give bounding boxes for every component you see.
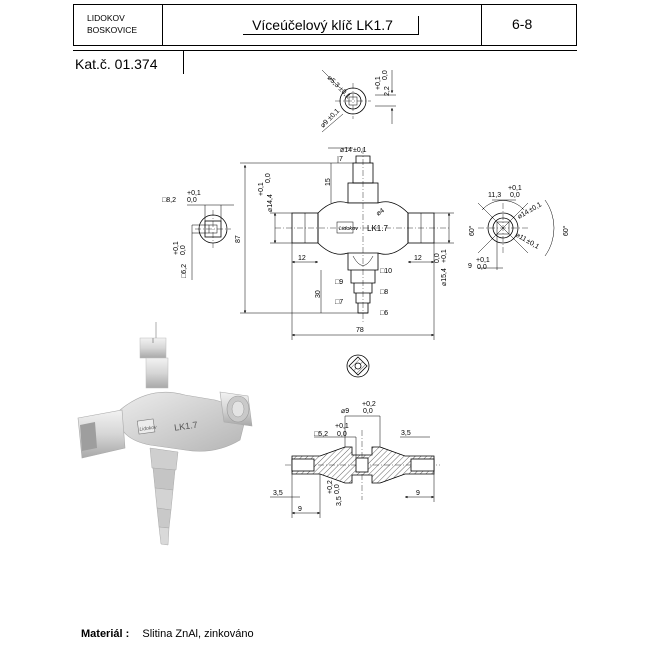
svg-text:9: 9	[298, 506, 302, 513]
svg-text:7: 7	[339, 156, 343, 163]
svg-text:0,0: 0,0	[382, 70, 389, 80]
svg-text:15: 15	[325, 178, 332, 186]
title-underline-box	[243, 16, 419, 35]
material-label: Materiál :	[81, 628, 130, 640]
header-sheet-cell: 6-8	[481, 4, 577, 46]
svg-text:0,0: 0,0	[363, 408, 373, 415]
diamond-detail	[346, 354, 370, 378]
svg-text:11,3: 11,3	[488, 192, 501, 199]
svg-text:⌀14: ⌀14	[340, 147, 352, 154]
svg-text:□6: □6	[380, 310, 388, 317]
svg-text:+0,2: +0,2	[362, 401, 376, 408]
header-title-cell: Víceúčelový klíč LK1.7	[162, 4, 482, 46]
svg-text:Lidokov: Lidokov	[139, 425, 157, 433]
material-note: Materiál : Slitina ZnAl, zinkováno	[81, 628, 254, 640]
svg-text:+0,1: +0,1	[173, 241, 180, 255]
svg-text:□8,2: □8,2	[162, 197, 176, 204]
svg-text:30: 30	[315, 290, 322, 298]
svg-text:□7: □7	[335, 299, 343, 306]
svg-text:±0,1: ±0,1	[353, 147, 367, 154]
svg-text:+0,1: +0,1	[441, 249, 448, 263]
svg-text:Lidokov: Lidokov	[339, 226, 359, 232]
svg-text:0,0: 0,0	[510, 192, 520, 199]
svg-text:0,0: 0,0	[187, 197, 197, 204]
svg-text:⌀4: ⌀4	[375, 207, 386, 217]
svg-text:□8: □8	[380, 289, 388, 296]
svg-text:0,0: 0,0	[334, 484, 341, 494]
header-company-cell: LIDOKOV BOSKOVICE	[73, 4, 163, 46]
company-name-line1: LIDOKOV	[87, 13, 125, 23]
svg-text:⌀14±0,1: ⌀14±0,1	[517, 201, 544, 220]
svg-text:□6,2: □6,2	[181, 264, 188, 278]
catalog-number: Kat.č. 01.374	[75, 56, 158, 72]
svg-text:□10: □10	[380, 268, 392, 275]
front-view: Lidokov LK1.7 87 78 12 12	[235, 147, 454, 340]
svg-text:+0,1: +0,1	[476, 257, 490, 264]
right-end-view: 11,3 +0,1 0,0 ⌀14±0,1 ⌀11±0,1 60° 60° 9 …	[468, 185, 570, 271]
svg-text:⌀5,3±0,1: ⌀5,3±0,1	[326, 74, 352, 100]
svg-text:□5,2: □5,2	[314, 431, 328, 438]
sheet-code: 6-8	[512, 16, 533, 32]
svg-text:3,5: 3,5	[273, 490, 283, 497]
svg-text:+0,1: +0,1	[335, 423, 349, 430]
svg-text:+0,2: +0,2	[327, 480, 334, 494]
svg-text:+0,1: +0,1	[258, 182, 265, 196]
dim-2-2: 2,2	[384, 86, 391, 96]
svg-text:12: 12	[414, 255, 422, 262]
svg-text:9: 9	[468, 263, 472, 270]
svg-text:12: 12	[298, 255, 306, 262]
svg-text:9: 9	[416, 490, 420, 497]
svg-text:3,5: 3,5	[336, 496, 343, 506]
svg-text:3,5: 3,5	[401, 430, 411, 437]
svg-text:87: 87	[235, 235, 242, 243]
svg-text:⌀11±0,1: ⌀11±0,1	[514, 232, 540, 251]
svg-text:⌀15,4: ⌀15,4	[441, 268, 448, 286]
svg-text:0,0: 0,0	[180, 245, 187, 255]
svg-text:60°: 60°	[468, 225, 476, 236]
svg-text:⌀9: ⌀9	[341, 408, 349, 415]
svg-text:0,0: 0,0	[337, 431, 347, 438]
key-stamp: LK1.7	[367, 224, 388, 233]
key-render-image: Lidokov LK1.7	[77, 322, 253, 546]
header-divider	[73, 50, 577, 51]
svg-text:+0,1: +0,1	[508, 185, 522, 192]
svg-text:LK1.7: LK1.7	[174, 420, 199, 433]
left-end-view: □8,2 +0,1 0,0 □6,2 +0,1 0,0	[162, 190, 234, 280]
section-view: ⌀9 +0,2 0,0 □5,2 +0,1 0,0 3,5 3,5 9 9 3,…	[270, 401, 440, 518]
svg-text:⌀14,4: ⌀14,4	[267, 194, 274, 212]
company-name-line2: BOSKOVICE	[87, 25, 138, 35]
svg-text:78: 78	[356, 327, 364, 334]
svg-text:0,0: 0,0	[434, 253, 441, 263]
svg-text:0,0: 0,0	[265, 173, 272, 183]
top-end-view: ⌀5,3±0,1 ⌀9±0,1 2,2 +0,1 0,0	[319, 69, 396, 133]
svg-text:0,0: 0,0	[477, 264, 487, 271]
catalog-box	[73, 50, 184, 74]
svg-text:+0,1: +0,1	[375, 76, 382, 90]
material-value: Slitina ZnAl, zinkováno	[142, 628, 254, 640]
svg-text:+0,1: +0,1	[187, 190, 201, 197]
svg-text:60°: 60°	[562, 225, 570, 236]
svg-text:□9: □9	[335, 279, 343, 286]
drawing-title: Víceúčelový klíč LK1.7	[252, 17, 393, 33]
